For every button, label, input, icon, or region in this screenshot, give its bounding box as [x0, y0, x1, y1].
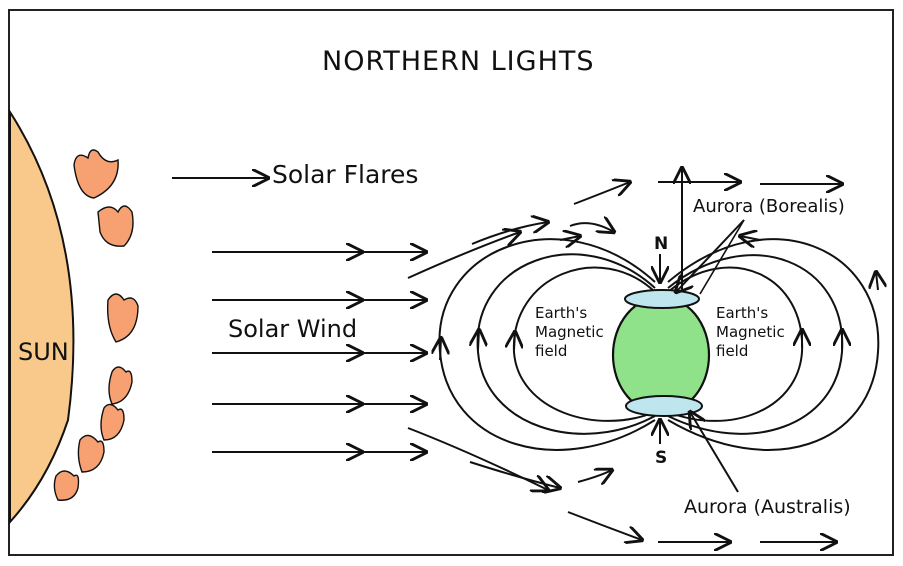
australis-leader-line	[690, 412, 739, 493]
north-pole-label: N	[654, 234, 669, 254]
field-line	[512, 266, 656, 422]
field-line	[667, 266, 804, 422]
field-direction-arrows	[440, 236, 878, 361]
south-pole-label: S	[655, 448, 668, 468]
deflected-arrow	[471, 222, 548, 245]
deflected-arrow	[569, 223, 614, 232]
flare	[77, 434, 105, 473]
flare	[108, 366, 133, 405]
deflected-arrow	[573, 182, 630, 205]
frame-border	[8, 9, 894, 556]
field-arrow	[876, 272, 878, 291]
sun-body	[9, 108, 75, 525]
magnetic-field-label-left: Earth's Magnetic field	[535, 304, 604, 361]
flare	[73, 149, 119, 199]
field-arrow	[478, 330, 479, 351]
deflected-wind-arrows	[407, 182, 842, 542]
field-arrow	[740, 236, 761, 240]
deflected-arrow	[469, 461, 560, 488]
borealis-leader-line	[676, 219, 745, 292]
field-arrow	[440, 338, 441, 361]
flare	[106, 293, 139, 343]
field-line	[667, 254, 844, 435]
field-label-line: field	[716, 342, 749, 360]
solar-wind-label: Solar Wind	[228, 315, 358, 343]
sun-label: SUN	[18, 338, 69, 366]
deflected-arrow	[567, 511, 642, 540]
field-label-line: Magnetic	[716, 323, 785, 341]
flare	[100, 403, 125, 441]
field-label-line: Earth's	[535, 304, 588, 322]
field-line	[476, 253, 656, 435]
solar-wind-arrows	[212, 252, 426, 452]
flare	[97, 205, 134, 247]
aurora-australis-label: Aurora (Australis)	[684, 496, 851, 518]
solar-flares	[53, 149, 139, 501]
field-arrow	[559, 236, 580, 240]
deflected-arrow	[407, 232, 520, 279]
deflected-arrow	[407, 427, 548, 490]
field-label-line: Magnetic	[535, 323, 604, 341]
diagram-title: NORTHERN LIGHTS	[322, 46, 595, 77]
deflected-arrow	[577, 470, 612, 482]
field-label-line: field	[535, 342, 568, 360]
field-arrow	[514, 332, 515, 351]
aurora-australis-ring	[625, 395, 703, 417]
field-label-line: Earth's	[716, 304, 769, 322]
aurora-borealis-label: Aurora (Borealis)	[693, 196, 845, 217]
borealis-leader-line-2	[699, 219, 745, 295]
solar-flares-label: Solar Flares	[272, 160, 419, 189]
flare	[53, 470, 80, 501]
magnetic-field-label-right: Earth's Magnetic field	[716, 304, 785, 361]
aurora-borealis-ring	[624, 289, 700, 309]
